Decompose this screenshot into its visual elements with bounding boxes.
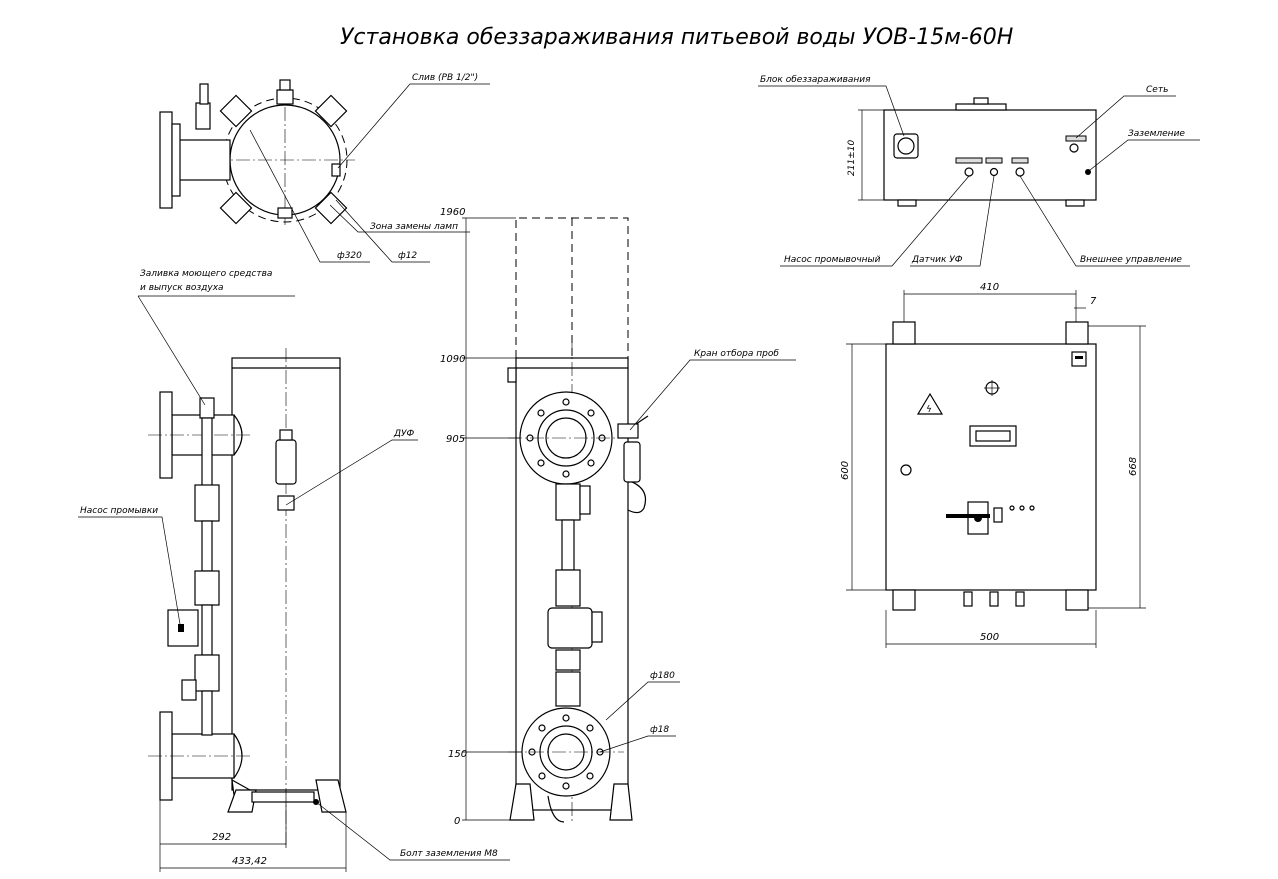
dim-diameter-label: ф320 <box>337 251 362 261</box>
block-label: Блок обеззараживания <box>760 75 871 85</box>
dim-7: 7 <box>1090 296 1097 307</box>
ground-label: Заземление <box>1128 129 1185 139</box>
pump-label: Насос промывки <box>80 506 158 516</box>
sample-valve <box>623 441 641 483</box>
dim-180-label: ф180 <box>650 671 675 681</box>
pump-gland <box>964 167 974 177</box>
display-window <box>969 425 1017 447</box>
bolt-label: Болт заземления М8 <box>400 849 498 859</box>
dim-500: 500 <box>980 632 999 643</box>
uv-sensor-label: Датчик УФ <box>911 255 963 265</box>
elev-150: 150 <box>448 749 467 760</box>
control-block-view: 211±10 Блок обеззараживания Сеть Заземле… <box>758 75 1200 267</box>
network-gland <box>1069 143 1079 153</box>
fill-label-line2: и выпуск воздуха <box>140 283 224 293</box>
dim-hole-label: ф12 <box>398 251 417 261</box>
dim-292: 292 <box>212 832 231 843</box>
external-control-gland <box>1015 167 1025 177</box>
uv-sensor-gland <box>989 167 999 177</box>
lug <box>314 94 348 128</box>
elev-0: 0 <box>454 816 460 827</box>
front-view: 1960 1090 905 150 0 Кран отбора проб ф18… <box>440 207 796 827</box>
dim-433: 433,42 <box>232 856 267 867</box>
external-label: Внешнее управление <box>1080 255 1182 265</box>
lug <box>219 94 253 128</box>
inlet-pipe-top <box>177 139 231 181</box>
dim-600: 600 <box>840 461 851 480</box>
drawing-title: Установка обеззараживания питьевой воды … <box>340 25 1013 50</box>
lock <box>900 464 912 476</box>
ground-terminal <box>1085 169 1091 175</box>
pipe-union <box>555 671 581 707</box>
inlet-flange-top <box>159 111 173 209</box>
elev-1960: 1960 <box>440 207 465 218</box>
pipe-union <box>194 484 220 522</box>
pipe-union <box>555 483 581 521</box>
svg-text:ϟ: ϟ <box>926 405 932 415</box>
fill-label-line1: Заливка моющего средства <box>140 269 272 279</box>
lamp-zone-label: Зона замены ламп <box>370 222 458 232</box>
pipe-union <box>194 570 220 606</box>
sample-valve-label: Кран отбора проб <box>694 349 779 359</box>
pipe-union <box>194 654 220 692</box>
height-label: 211±10 <box>847 140 857 176</box>
hazard-sign <box>916 392 944 415</box>
duf-label: ДУФ <box>393 429 415 439</box>
dim-410: 410 <box>980 282 999 293</box>
elev-1090: 1090 <box>440 354 465 365</box>
front-pump <box>547 607 593 649</box>
dim-18-label: ф18 <box>650 725 669 735</box>
lug <box>314 191 348 225</box>
pipe-union <box>555 569 581 607</box>
cabinet-view: ϟ 410 7 600 668 500 <box>840 282 1146 648</box>
pump-conn-label: Насос промывочный <box>784 255 881 265</box>
elev-905: 905 <box>446 434 465 445</box>
dim-668: 668 <box>1128 457 1139 476</box>
cabinet-body <box>885 343 1097 591</box>
network-label: Сеть <box>1146 85 1168 95</box>
top-view: Слив (РВ 1/2") Зона замены ламп ф320 ф12 <box>159 73 490 263</box>
drain-label: Слив (РВ 1/2") <box>412 73 478 83</box>
side-view: Заливка моющего средства и выпуск воздух… <box>78 269 510 872</box>
uv-sensor <box>275 439 297 485</box>
lug <box>219 191 253 225</box>
